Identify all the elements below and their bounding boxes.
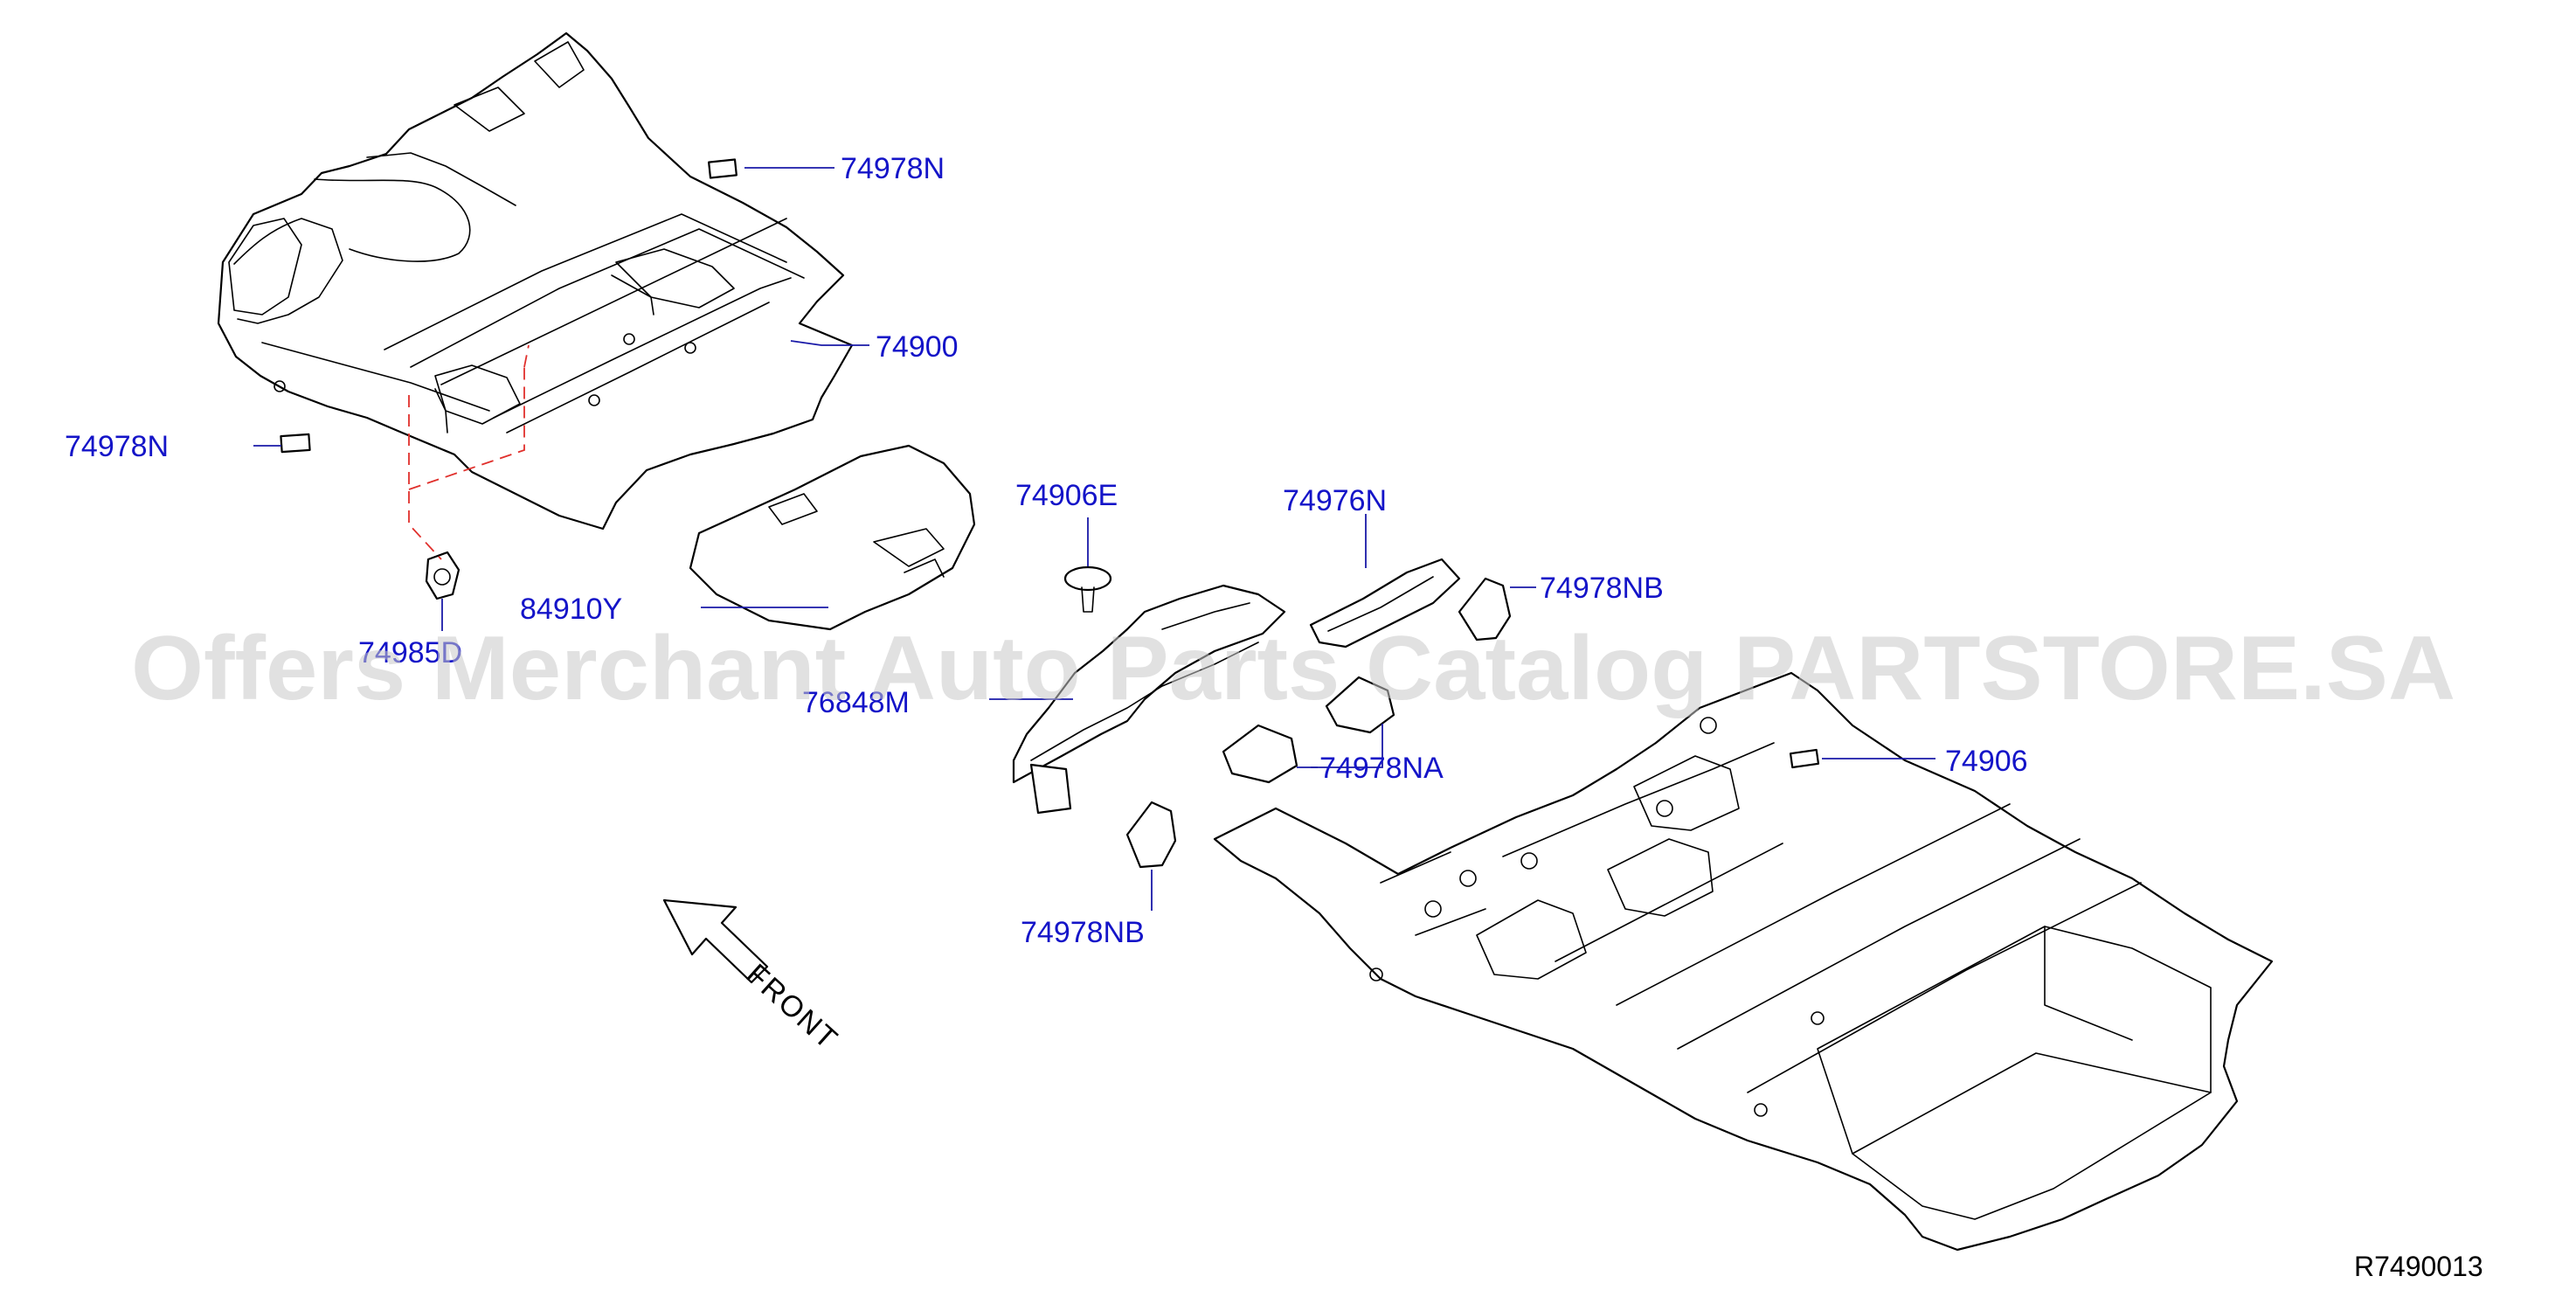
leader-lines	[253, 167, 1935, 911]
clip-74978nb-upper	[1458, 577, 1512, 642]
clip-74985d	[425, 551, 460, 600]
callout-76848m[interactable]: 76848M	[802, 686, 910, 719]
front-direction-indicator: FRONT	[662, 898, 845, 1057]
front-floor-carpet	[217, 31, 854, 531]
callout-74978nb-lower[interactable]: 74978NB	[1021, 916, 1145, 949]
callout-74906e[interactable]: 74906E	[1015, 479, 1118, 512]
rear-floor-carpet	[1213, 671, 2274, 1252]
console-bracket	[1012, 558, 1461, 815]
callout-labels: 74978N 74900 74978N 74985D 84910Y 74906E…	[65, 152, 2028, 949]
callout-74900[interactable]: 74900	[876, 330, 959, 364]
callout-74978n-left[interactable]: 74978N	[65, 430, 169, 463]
clip-74906e	[1063, 565, 1112, 613]
diagram-code: R7490013	[2354, 1251, 2483, 1282]
trunk-floor-mat	[689, 444, 976, 631]
callout-74978na[interactable]: 74978NA	[1319, 752, 1444, 785]
clip-74978na-left	[1222, 724, 1298, 784]
callout-74906[interactable]: 74906	[1945, 745, 2028, 778]
callout-74978n-top[interactable]: 74978N	[841, 152, 945, 185]
clip-74978na-right	[1325, 676, 1395, 734]
callout-74976n[interactable]: 74976N	[1283, 484, 1387, 517]
install-guide-lines	[408, 344, 530, 560]
callout-74978nb-upper[interactable]: 74978NB	[1540, 572, 1664, 605]
callout-84910y[interactable]: 84910Y	[520, 593, 622, 626]
clip-74978nb-lower	[1125, 801, 1177, 869]
watermark-text: Offers Merchant Auto Parts Catalog PARTS…	[131, 618, 2455, 719]
front-label: FRONT	[740, 958, 845, 1057]
callout-74985d[interactable]: 74985D	[358, 636, 462, 669]
front-arrow-icon	[662, 898, 769, 984]
